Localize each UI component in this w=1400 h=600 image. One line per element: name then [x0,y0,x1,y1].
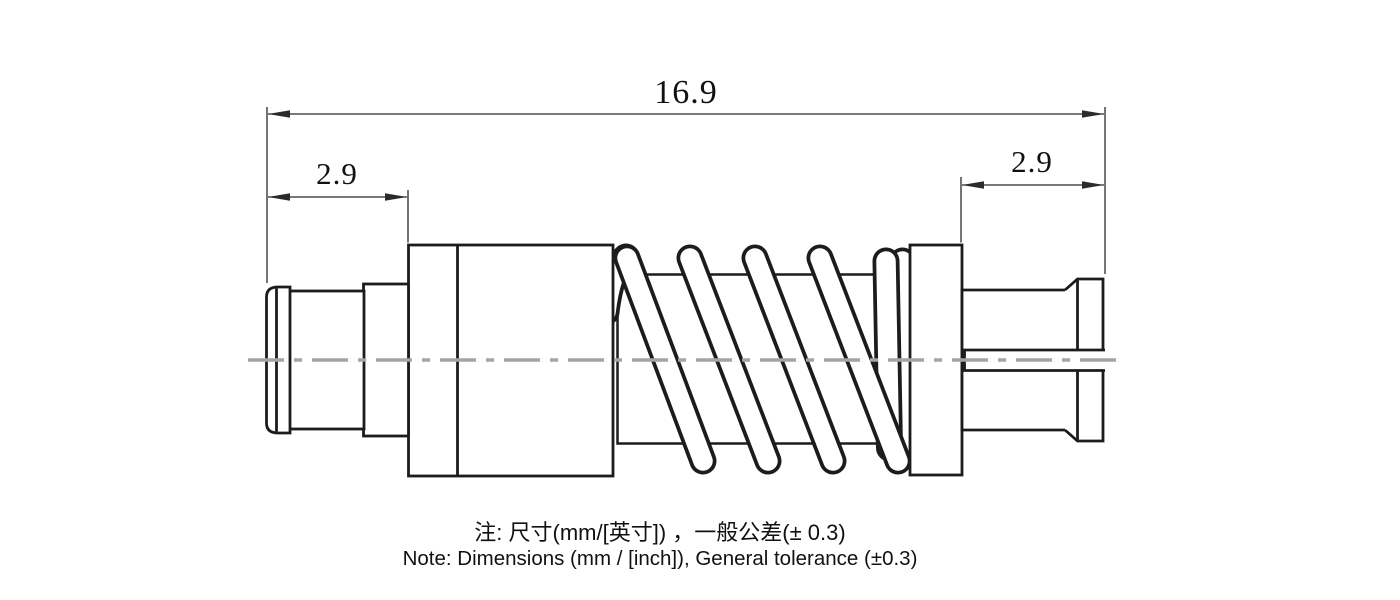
arrowhead-left-icon [268,193,290,201]
arrowhead-left-icon [268,110,290,118]
dimension-label: 16.9 [654,74,718,111]
dimension-overall-length: 16.9 [266,74,1106,283]
dimension-label: 2.9 [316,156,358,191]
spring-end-turn [889,247,918,462]
dimension-label: 2.9 [1011,144,1053,179]
dimension-right-section: 2.9 [960,144,1104,243]
arrowhead-right-icon [1082,110,1104,118]
note-line-en: Note: Dimensions (mm / [inch]), General … [403,547,918,570]
drawing-notes: 注: 尺寸(mm/[英寸]) ，一般公差(± 0.3) Note: Dimens… [403,520,918,570]
arrowhead-right-icon [1082,181,1104,189]
dimension-left-section: 2.9 [268,156,409,243]
arrowhead-left-icon [962,181,984,189]
note-line-zh: 注: 尺寸(mm/[英寸]) ，一般公差(± 0.3) [474,520,845,545]
arrowhead-right-icon [385,193,407,201]
